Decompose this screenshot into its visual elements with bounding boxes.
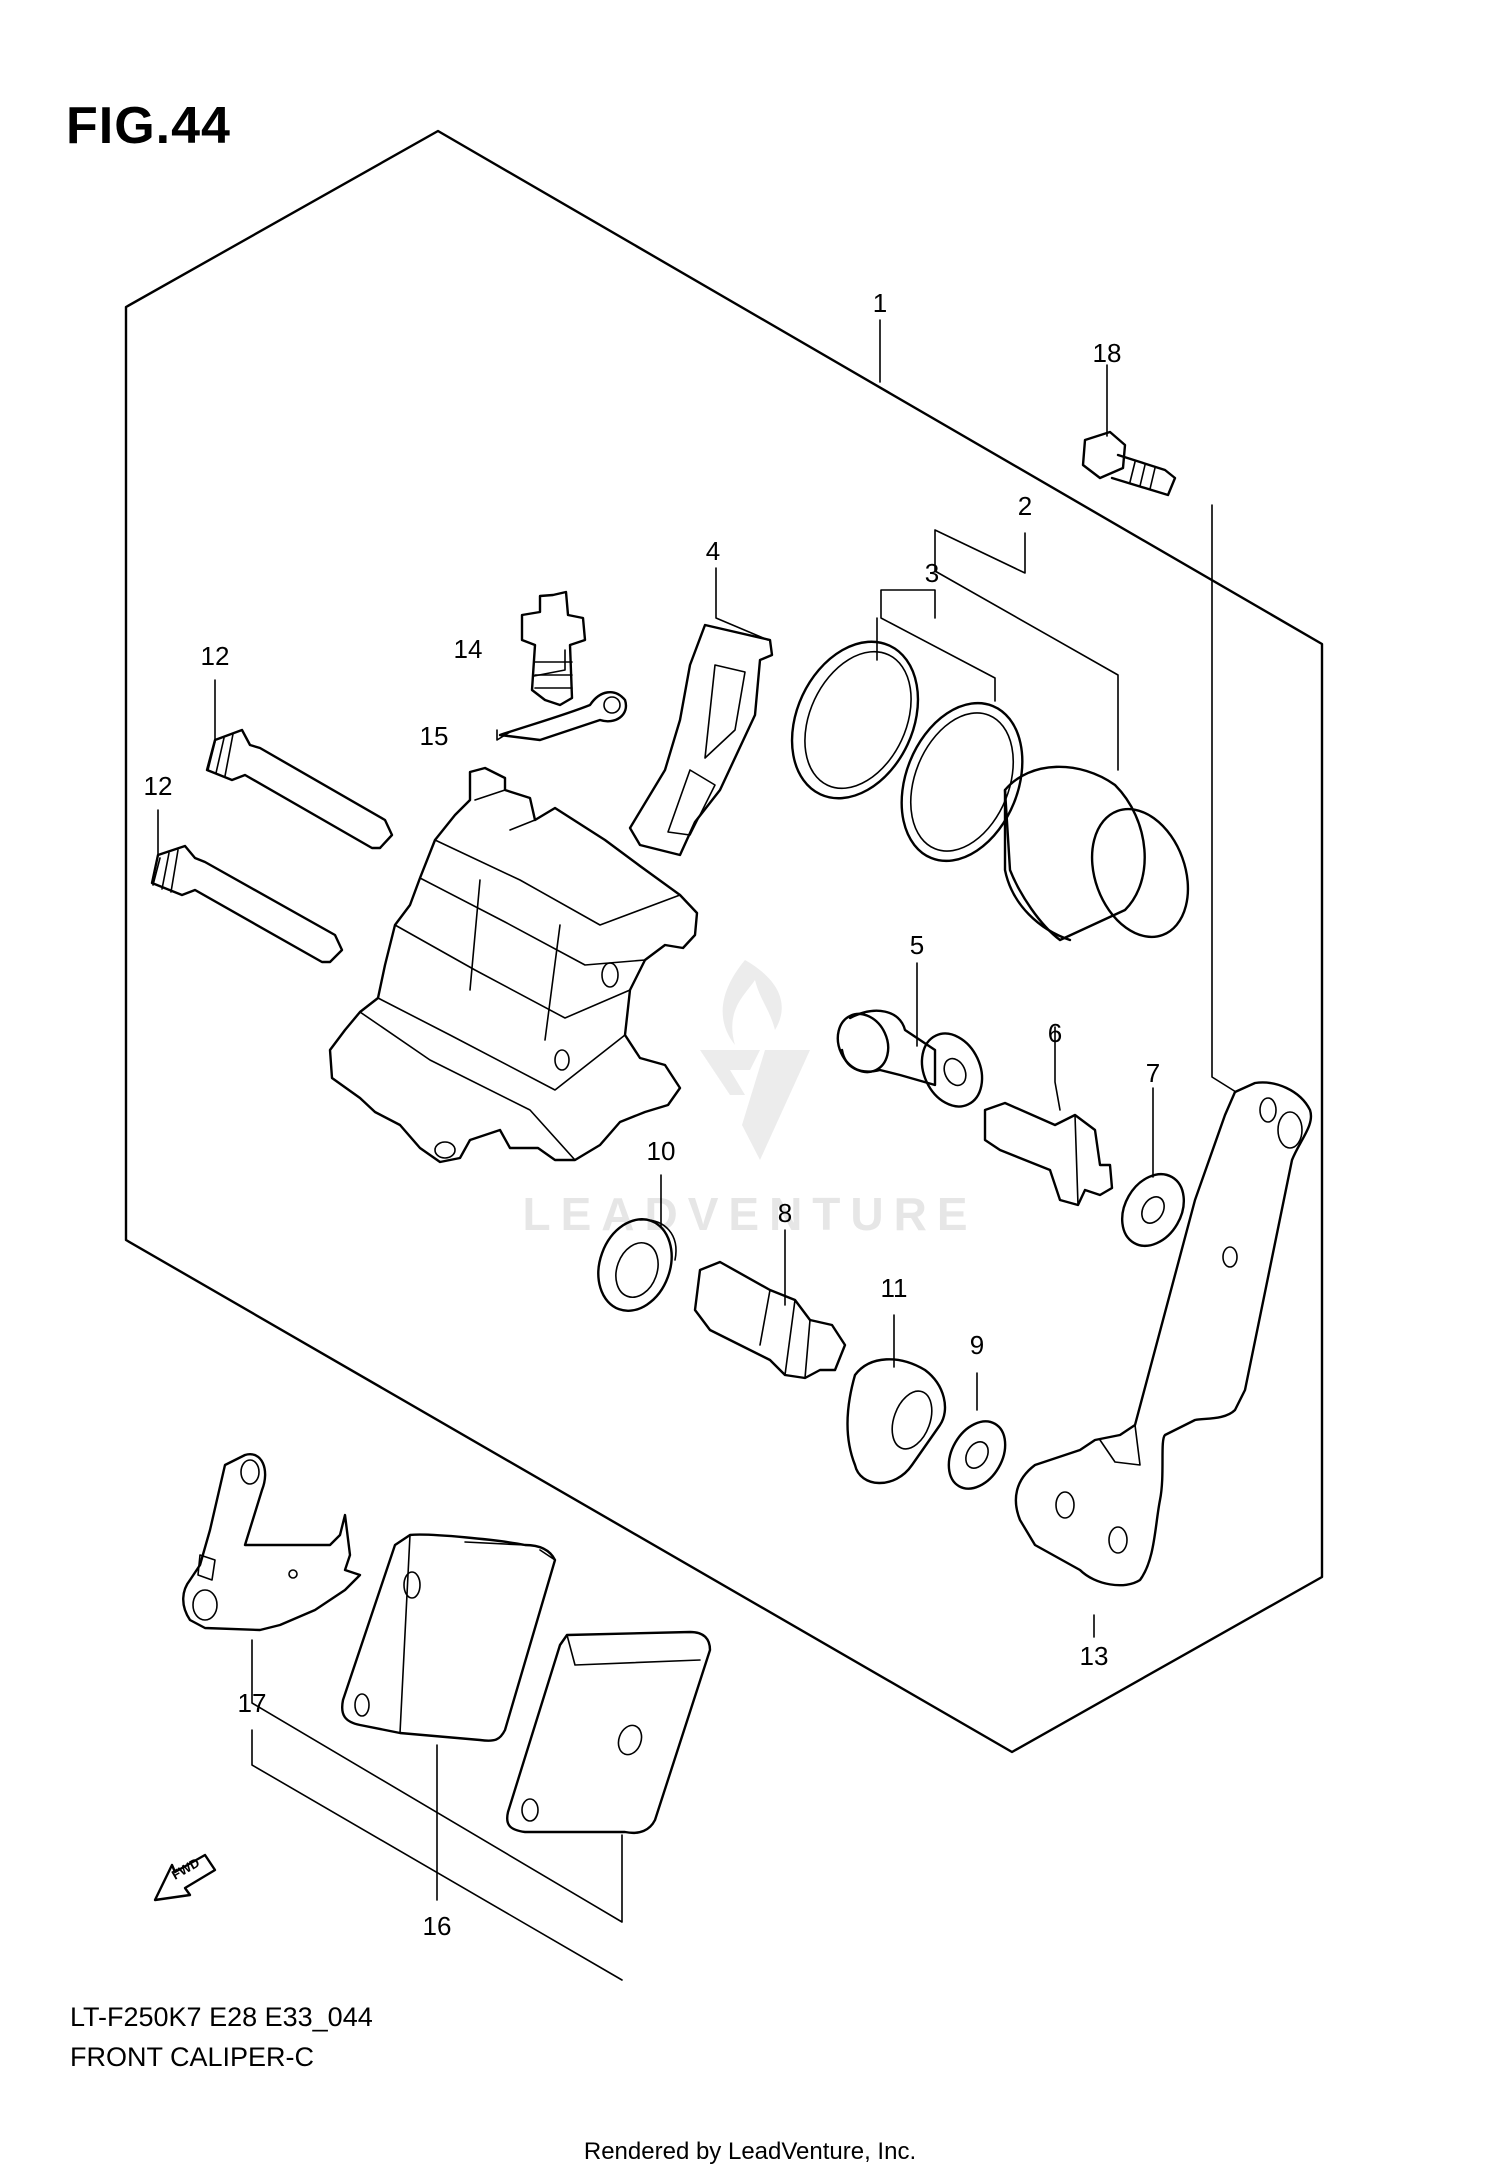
- part-2-piston: [1003, 765, 1190, 942]
- callout-6: 6: [1048, 1018, 1062, 1048]
- callout-leaders: [157, 319, 1237, 1981]
- part-4-spring-plate: [628, 623, 774, 857]
- callout-7: 7: [1146, 1058, 1160, 1088]
- callout-18: 18: [1093, 338, 1122, 368]
- callout-13: 13: [1080, 1641, 1109, 1671]
- rendered-by-footer: Rendered by LeadVenture, Inc.: [583, 2138, 917, 2165]
- caliper-body: [328, 766, 699, 1164]
- callout-12-upper: 12: [201, 641, 230, 671]
- callout-8: 8: [778, 1198, 792, 1228]
- callout-10: 10: [647, 1136, 676, 1166]
- callout-16: 16: [423, 1911, 452, 1941]
- part-10-boot: [597, 1218, 677, 1312]
- diagram-name-caption: FRONT CALIPER-C: [70, 2042, 315, 2072]
- callout-numbers: 1 2 3 4 5 6 7 8 9 10 11 12 12 13 14 15 1…: [144, 288, 1161, 1941]
- part-16-brake-pad-inner: [341, 1533, 557, 1742]
- callout-11: 11: [881, 1273, 908, 1303]
- callout-2: 2: [1018, 491, 1032, 521]
- watermark-text: LEADVENTURE: [522, 1188, 977, 1240]
- callout-14: 14: [454, 634, 483, 664]
- part-8-sleeve-pin: [693, 1260, 847, 1380]
- callout-9: 9: [970, 1330, 984, 1360]
- part-5-sleeve: [836, 1009, 984, 1108]
- part-14-bleeder-valve: [520, 590, 587, 707]
- watermark: LEADVENTURE: [522, 960, 977, 1240]
- assembly-outline: [124, 129, 1324, 1754]
- callout-4: 4: [706, 536, 720, 566]
- part-3-seal-outer: [790, 640, 920, 800]
- part-7-washer: [1120, 1173, 1186, 1247]
- callout-1: 1: [873, 288, 887, 318]
- fwd-direction-arrow-icon: FWD: [153, 1853, 217, 1902]
- callout-3: 3: [925, 558, 939, 588]
- callout-17: 17: [238, 1688, 267, 1718]
- callout-12-lower: 12: [144, 771, 173, 801]
- part-16-brake-pad-outer: [506, 1630, 712, 1834]
- part-12-guide-pin-upper: [205, 728, 394, 850]
- callout-15: 15: [420, 721, 449, 751]
- part-13-caliper-bracket: [1014, 1081, 1313, 1587]
- part-6-pin-bolt: [983, 1101, 1114, 1207]
- part-17-pad-shim: [182, 1453, 362, 1632]
- watermark-logo-icon: [700, 960, 810, 1160]
- part-11-boot: [846, 1358, 947, 1485]
- part-15-bleeder-cap: [498, 691, 628, 742]
- figure-title: FIG.44: [66, 97, 231, 155]
- part-3-seal-inner: [900, 701, 1024, 863]
- part-12-guide-pin-lower: [150, 844, 344, 964]
- part-9-washer: [947, 1420, 1007, 1490]
- part-18-bolt: [1081, 430, 1177, 497]
- callout-5: 5: [910, 930, 924, 960]
- diagram-code-caption: LT-F250K7 E28 E33_044: [70, 2002, 373, 2032]
